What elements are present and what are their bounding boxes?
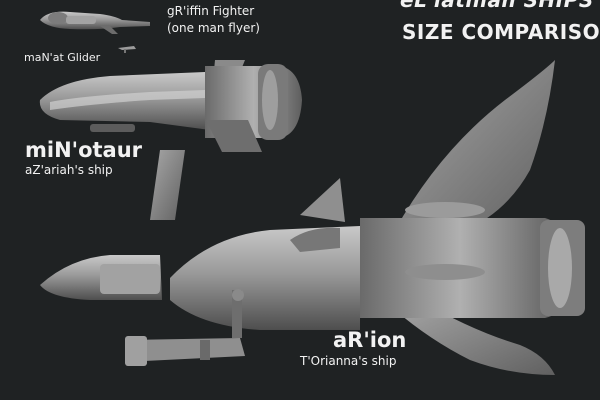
griffin-fighter-model — [40, 11, 150, 34]
griffin-subtitle-label: (one man flyer) — [167, 21, 260, 35]
arion-ship-model — [40, 60, 585, 375]
griffin-name-label: gR'iffin Fighter — [167, 4, 255, 18]
arion-subtitle-label: T'Orianna's ship — [300, 354, 397, 368]
heading-line-1: eL'iathian SHIPS — [400, 0, 594, 12]
heading-line-2: SIZE COMPARISON — [402, 20, 600, 44]
manat-name-label: maN'at Glider — [24, 51, 101, 64]
manat-glider-model — [118, 46, 136, 53]
minotaur-subtitle-label: aZ'ariah's ship — [25, 163, 113, 177]
arion-name-label: aR'ion — [333, 328, 407, 352]
minotaur-ship-model — [39, 60, 302, 220]
minotaur-name-label: miN'otaur — [25, 138, 143, 162]
